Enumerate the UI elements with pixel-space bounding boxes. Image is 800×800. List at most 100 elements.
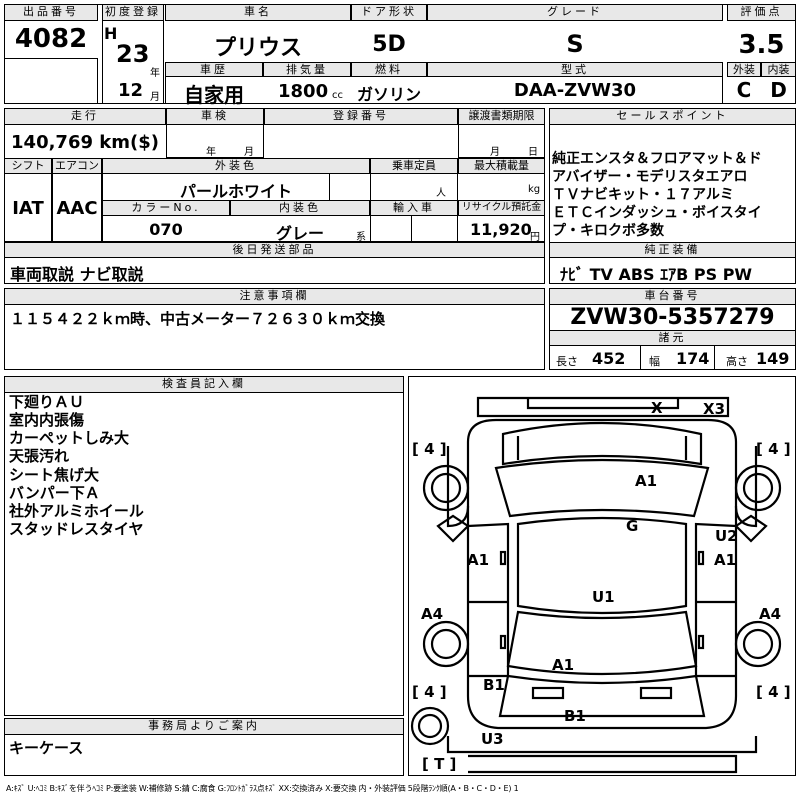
spec-dividers xyxy=(640,346,715,370)
damage-mark: U2 xyxy=(715,527,738,545)
damage-mark: A1 xyxy=(635,472,658,490)
displacement-header: 排気量 xyxy=(263,62,351,77)
damage-mark: U1 xyxy=(592,588,615,606)
damage-mark: X xyxy=(651,399,663,417)
color-number: 070 xyxy=(149,220,183,239)
tire-rear-left: [ 4 ] xyxy=(412,683,447,701)
aircon-cell xyxy=(52,158,102,242)
fuel: ガソリン xyxy=(356,85,421,104)
model-code: DAA-ZVW30 xyxy=(513,80,637,101)
exterior-header: 外装 xyxy=(727,62,761,77)
sales-points-header: セールスポイント xyxy=(549,108,796,125)
interior-color-suffix: 系 xyxy=(356,232,366,243)
inspector-line-4: 天張汚れ xyxy=(9,447,70,465)
load-unit: kg xyxy=(528,184,541,195)
later-parts-header: 後日発送部品 xyxy=(4,242,545,258)
office-note: キーケース xyxy=(9,739,84,757)
car-name: プリウス xyxy=(213,36,302,61)
tire-rear-right: [ 4 ] xyxy=(756,683,791,701)
score: 3.5 xyxy=(738,30,785,60)
recycle-unit: 円 xyxy=(530,232,540,243)
damage-mark: A1 xyxy=(714,551,737,569)
chassis-number: ZVW30-5357279 xyxy=(570,305,775,330)
notes-text: １１５４２２ｋｍ時、中古メーター７２６３０ｋｍ交換 xyxy=(10,310,386,328)
length: 452 xyxy=(592,349,626,368)
mileage-divider xyxy=(166,108,264,158)
ext-color-cell xyxy=(329,174,370,200)
length-label: 長さ xyxy=(556,355,578,368)
damage-mark: A1 xyxy=(467,551,490,569)
damage-mark: A1 xyxy=(552,656,575,674)
color-grid-mid xyxy=(102,200,545,242)
spec-header: 諸元 xyxy=(549,330,796,346)
import-cell xyxy=(411,216,458,242)
notes-header: 注意事項欄 xyxy=(4,288,545,305)
score-header: 評価点 xyxy=(727,4,796,21)
height: 149 xyxy=(756,349,790,368)
transfer-header: 譲渡書類期限 xyxy=(458,108,545,125)
damage-mark: B1 xyxy=(483,676,505,694)
damage-mark: A4 xyxy=(421,605,444,623)
displacement-unit: cc xyxy=(332,90,343,101)
sales-line-4: ＥＴＣインダッシュ・ボイスタイ xyxy=(552,205,762,221)
width-label: 幅 xyxy=(649,355,660,368)
door-type: 5D xyxy=(372,32,406,57)
inspector-panel xyxy=(4,376,404,716)
chassis-header: 車台番号 xyxy=(549,288,796,305)
inspection-month-unit: 月 xyxy=(244,147,254,158)
reg-month: 12 xyxy=(118,80,144,101)
tire-front-right: [ 4 ] xyxy=(756,440,791,458)
grade: S xyxy=(566,30,584,58)
sales-line-5: プ・キロクボ多数 xyxy=(552,223,664,239)
inspection-year-unit: 年 xyxy=(206,147,216,158)
history-header: 車歴 xyxy=(165,62,263,77)
equipment: ﾅﾋﾞ TV ABS ｴｱB PS PW xyxy=(560,265,753,284)
capacity-header: 乗車定員 xyxy=(370,158,458,174)
inspector-line-5: シート焦げ大 xyxy=(9,466,100,484)
tire-front-left: [ 4 ] xyxy=(412,440,447,458)
recycle-fee: 11,920 xyxy=(470,220,532,239)
lot-number-cell xyxy=(4,58,98,104)
plate-header: 登録番号 xyxy=(264,108,458,125)
aircon: AAC xyxy=(56,198,98,219)
plate-divider xyxy=(458,108,545,158)
car-diagram xyxy=(410,396,782,774)
interior-header: 内装 xyxy=(761,62,796,77)
exterior-score: C xyxy=(736,78,752,102)
interior-color: グレー xyxy=(275,224,324,243)
first-registration-cell xyxy=(102,4,164,104)
mileage-header: 走行 xyxy=(4,108,166,125)
inspector-line-7: 社外アルミホイール xyxy=(9,502,144,520)
width: 174 xyxy=(676,349,710,368)
office-header: 事務局よりご案内 xyxy=(4,718,404,735)
sales-line-1: 純正エンスタ＆フロアマット＆ド xyxy=(552,151,762,167)
damage-mark: A4 xyxy=(759,605,782,623)
inspector-line-3: カーペットしみ大 xyxy=(9,429,130,447)
inspector-line-2: 室内内張傷 xyxy=(9,411,85,429)
lot-number-header: 出品番号 xyxy=(4,4,98,21)
interior-score: D xyxy=(770,78,787,102)
door-header: ドア形状 xyxy=(351,4,427,21)
damage-mark: X3 xyxy=(703,400,726,418)
damage-mark: U3 xyxy=(481,730,504,748)
later-parts: 車両取説 ナビ取説 xyxy=(10,265,144,284)
lot-number: 4082 xyxy=(14,24,88,54)
legend-text: A:ｷｽﾞ U:ﾍｺﾐ B:ｷｽﾞを伴うﾍｺﾐ P:要塗装 W:補修跡 S:錆 … xyxy=(6,784,519,793)
mileage: 140,769 km($) xyxy=(11,132,159,153)
shift-cell xyxy=(4,158,52,242)
transfer-day-unit: 日 xyxy=(528,147,538,158)
year-unit: 年 xyxy=(150,68,160,79)
inspector-line-1: 下廻りＡＵ xyxy=(9,393,85,411)
shift: IAT xyxy=(12,198,44,219)
damage-mark: G xyxy=(626,517,639,535)
inspector-header: 検査員記入欄 xyxy=(4,376,404,393)
sales-line-3: ＴＶナビキット・１７アルミ xyxy=(552,187,734,203)
spare-tire: [ T ] xyxy=(422,755,457,773)
displacement: 1800 xyxy=(278,81,329,102)
height-label: 高さ xyxy=(726,355,748,368)
reg-year: 23 xyxy=(116,40,150,68)
era-mark: H xyxy=(104,24,118,43)
inspector-line-6: バンパー下Ａ xyxy=(9,484,100,502)
sales-line-2: アバイザー・モデリスタエアロ xyxy=(552,169,748,185)
exterior-color: パールホワイト xyxy=(179,182,292,201)
